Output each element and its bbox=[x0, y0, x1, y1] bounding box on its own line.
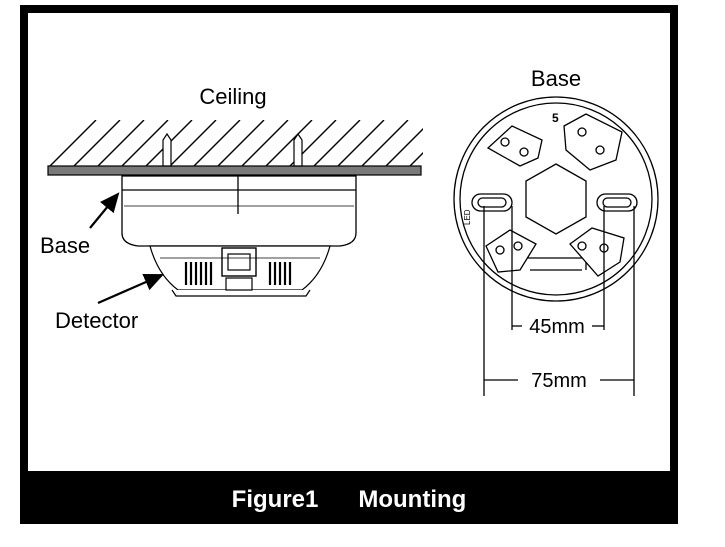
terminal-bottom-left bbox=[485, 229, 537, 273]
detector-arrow bbox=[97, 273, 165, 305]
terminal-5-label: 5 bbox=[552, 111, 559, 125]
dimension-45mm bbox=[511, 206, 605, 330]
ceiling-label: Ceiling bbox=[199, 84, 266, 109]
dimension-75mm bbox=[483, 206, 635, 396]
terminal-top-left bbox=[486, 125, 543, 167]
caption-figure-number: Figure1 bbox=[231, 485, 319, 513]
base-arrow bbox=[89, 192, 120, 229]
dimension-75mm-label: 75mm bbox=[531, 370, 587, 392]
mounting-slot-right bbox=[596, 193, 638, 212]
terminal-top-right bbox=[563, 113, 623, 171]
detector-label: Detector bbox=[55, 308, 138, 333]
caption-title: Mounting bbox=[358, 485, 467, 513]
ceiling-hatching bbox=[48, 120, 423, 168]
detector-head bbox=[149, 245, 331, 297]
ceiling-board bbox=[47, 165, 422, 176]
detector-base bbox=[121, 175, 357, 247]
dimension-45mm-label: 45mm bbox=[529, 316, 585, 338]
base-label-right: Base bbox=[531, 66, 581, 91]
base-label-left: Base bbox=[40, 233, 90, 258]
led-label: LED bbox=[463, 209, 472, 225]
mounting-slot-left bbox=[471, 193, 513, 212]
terminal-bottom-right bbox=[569, 227, 625, 277]
caption-bar: Figure1 Mounting bbox=[20, 475, 678, 524]
